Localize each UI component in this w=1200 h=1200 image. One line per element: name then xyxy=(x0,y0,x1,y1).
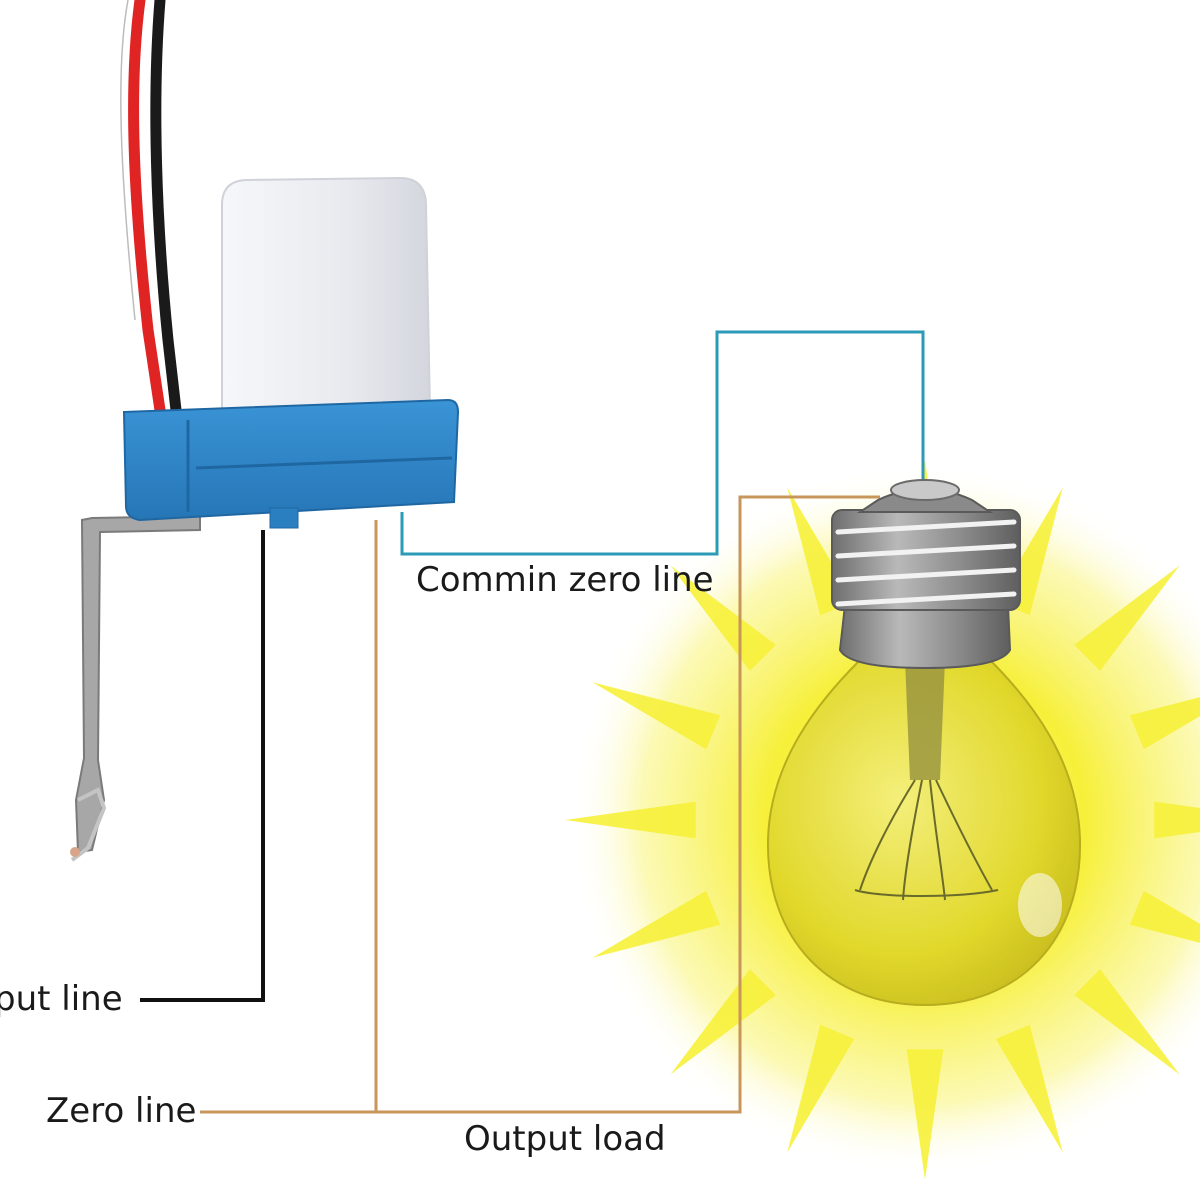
glow-ray xyxy=(670,565,776,671)
output-load-wire xyxy=(376,495,880,1114)
common-zero-line-wire xyxy=(400,330,925,556)
input-line-label: put line xyxy=(0,979,123,1019)
glow-ray xyxy=(787,1024,855,1153)
glow-ray xyxy=(1154,801,1200,839)
photocell-light-sensor-icon xyxy=(70,176,460,862)
glow-ray xyxy=(1074,969,1180,1075)
glow-ray xyxy=(995,1024,1063,1153)
output-load-label: Output load xyxy=(464,1119,666,1159)
glow-ray xyxy=(670,969,776,1075)
input-line-wire xyxy=(140,530,265,1002)
glow-ray xyxy=(906,1049,944,1180)
zero-line-label: Zero line xyxy=(46,1091,197,1131)
glow-ray xyxy=(592,682,721,750)
light-bulb-icon xyxy=(766,479,1082,1007)
sensor-cable xyxy=(113,0,182,416)
glow-ray xyxy=(1129,890,1200,943)
glow-ray xyxy=(1074,565,1180,671)
common-zero-line-label: Commin zero line xyxy=(416,560,714,600)
zero-line-wire xyxy=(200,520,378,1114)
glow-ray xyxy=(592,890,721,958)
glow-ray xyxy=(1129,697,1200,750)
glow-ray xyxy=(565,801,696,839)
